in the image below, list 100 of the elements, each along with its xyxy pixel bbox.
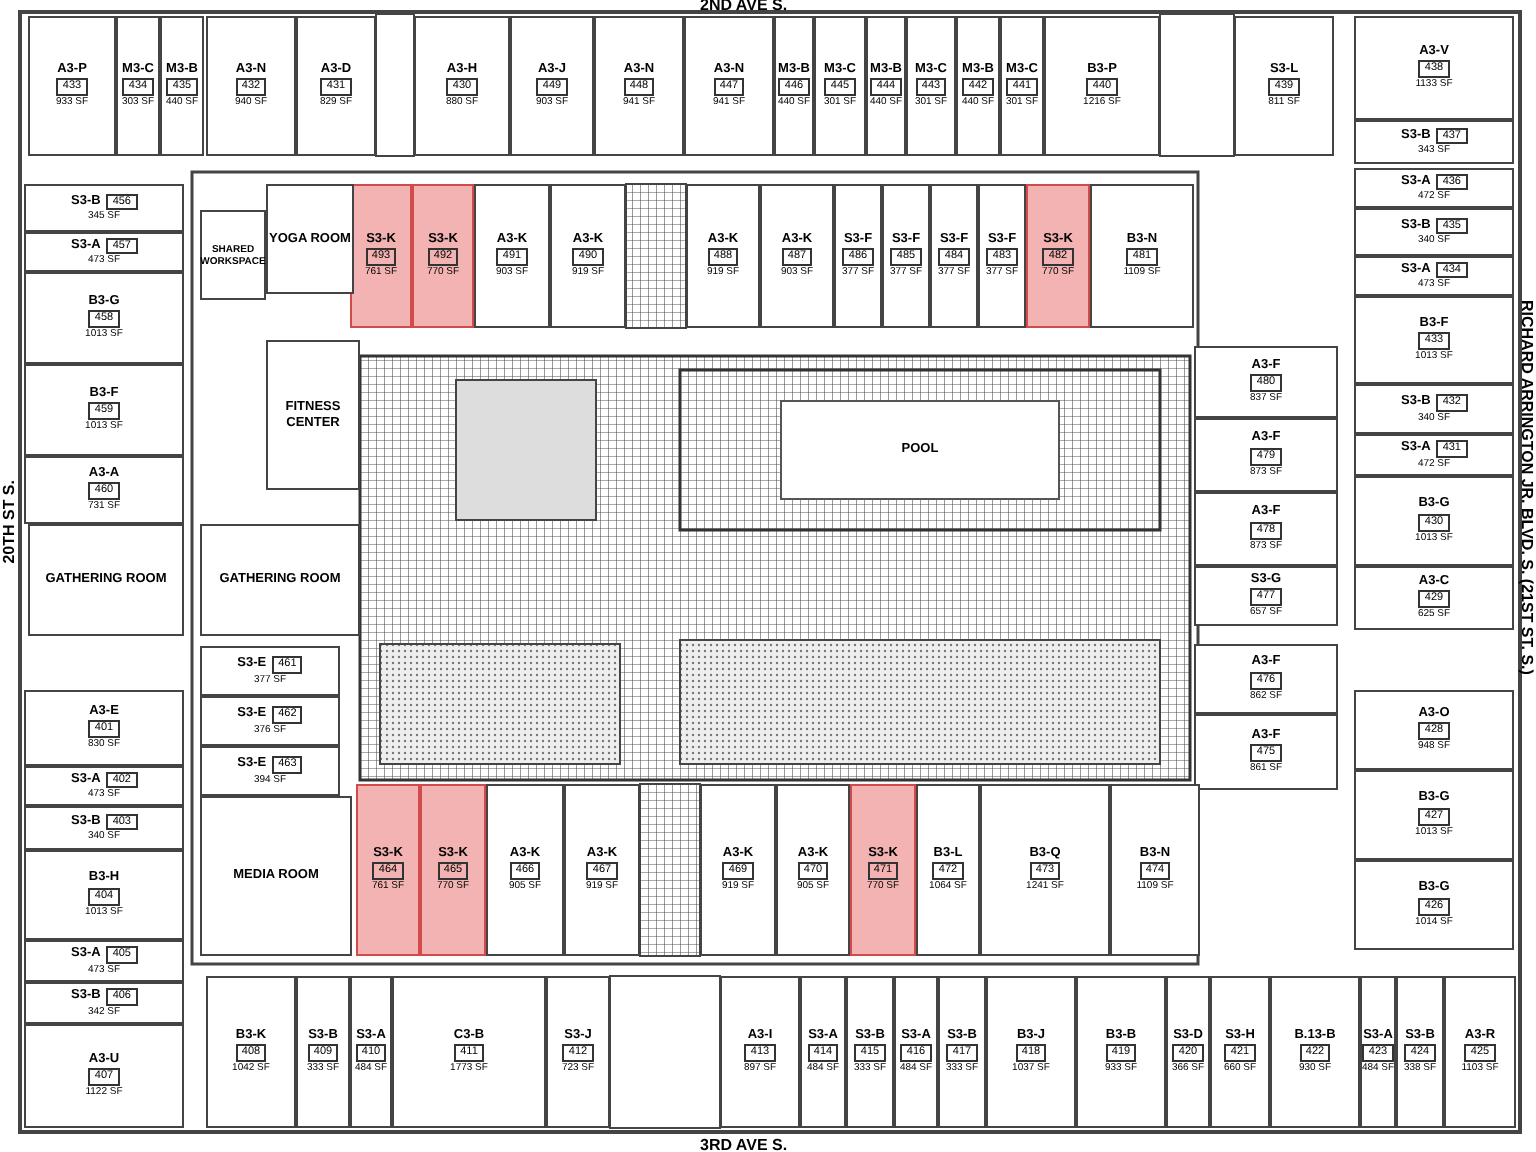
highlighted-apartment-unit <box>420 784 486 956</box>
apartment-unit <box>1044 16 1160 156</box>
apartment-unit <box>24 184 184 232</box>
apartment-unit <box>1354 256 1514 296</box>
street-name: RICHARD ARRINGTON JR. BLVD. S. (21ST ST. S.) <box>1518 300 1536 675</box>
amenity-room <box>266 340 360 490</box>
apartment-unit <box>894 976 938 1128</box>
apartment-unit <box>1444 976 1516 1128</box>
apartment-unit <box>814 16 866 156</box>
apartment-unit <box>474 184 550 328</box>
apartment-unit <box>906 16 956 156</box>
apartment-unit <box>510 16 594 156</box>
apartment-unit <box>866 16 906 156</box>
apartment-unit <box>1194 346 1338 418</box>
apartment-unit <box>1076 976 1166 1128</box>
apartment-unit <box>1354 566 1514 630</box>
apartment-unit <box>774 16 814 156</box>
apartment-unit <box>206 16 296 156</box>
apartment-unit <box>1354 16 1514 120</box>
highlighted-apartment-unit <box>412 184 474 328</box>
apartment-unit <box>1166 976 1210 1128</box>
apartment-unit <box>550 184 626 328</box>
apartment-unit <box>200 746 340 796</box>
apartment-unit <box>350 976 392 1128</box>
apartment-unit <box>414 16 510 156</box>
apartment-unit <box>834 184 882 328</box>
apartment-unit <box>24 982 184 1024</box>
apartment-unit <box>1000 16 1044 156</box>
pool <box>780 400 1060 500</box>
apartment-unit <box>1210 976 1270 1128</box>
apartment-unit <box>720 976 800 1128</box>
apartment-unit <box>1354 434 1514 476</box>
apartment-unit <box>24 364 184 456</box>
apartment-unit <box>564 784 640 956</box>
apartment-unit <box>1354 296 1514 384</box>
apartment-unit <box>1354 770 1514 860</box>
apartment-unit <box>1194 566 1338 626</box>
apartment-unit <box>686 184 760 328</box>
apartment-unit <box>1354 168 1514 208</box>
apartment-unit <box>916 784 980 956</box>
apartment-unit <box>1270 976 1360 1128</box>
apartment-unit <box>1354 690 1514 770</box>
apartment-unit <box>206 976 296 1128</box>
apartment-unit <box>296 16 376 156</box>
street-name: 3RD AVE S. <box>700 1136 788 1152</box>
apartment-unit <box>160 16 204 156</box>
apartment-unit <box>1194 714 1338 790</box>
apartment-unit <box>594 16 684 156</box>
apartment-unit <box>1354 208 1514 256</box>
apartment-unit <box>28 16 116 156</box>
apartment-unit <box>24 456 184 524</box>
apartment-unit <box>846 976 894 1128</box>
apartment-unit <box>938 976 986 1128</box>
amenity-room <box>28 524 184 636</box>
apartment-unit <box>882 184 930 328</box>
street-name: 20TH ST S. <box>0 480 18 564</box>
apartment-unit <box>1354 476 1514 566</box>
apartment-unit <box>1354 120 1514 164</box>
apartment-unit <box>546 976 610 1128</box>
apartment-unit <box>24 690 184 766</box>
apartment-unit <box>1360 976 1396 1128</box>
apartment-unit <box>1194 418 1338 492</box>
apartment-unit <box>392 976 546 1128</box>
apartment-unit <box>980 784 1110 956</box>
apartment-unit <box>760 184 834 328</box>
apartment-unit <box>700 784 776 956</box>
apartment-unit <box>776 784 850 956</box>
apartment-unit <box>1090 184 1194 328</box>
apartment-unit <box>1354 860 1514 950</box>
apartment-unit <box>1234 16 1334 156</box>
amenity-room <box>266 184 354 294</box>
highlighted-apartment-unit <box>1026 184 1090 328</box>
amenity-room <box>200 524 360 636</box>
apartment-unit <box>24 940 184 982</box>
apartment-unit <box>930 184 978 328</box>
amenity-room <box>200 796 352 956</box>
apartment-unit <box>1110 784 1200 956</box>
apartment-unit <box>24 1024 184 1128</box>
highlighted-apartment-unit <box>350 184 412 328</box>
apartment-unit <box>24 232 184 272</box>
amenity-room <box>200 210 266 300</box>
apartment-unit <box>800 976 846 1128</box>
highlighted-apartment-unit <box>850 784 916 956</box>
apartment-unit <box>24 850 184 940</box>
apartment-unit <box>1354 384 1514 434</box>
apartment-unit <box>24 766 184 806</box>
apartment-unit <box>978 184 1026 328</box>
highlighted-apartment-unit <box>356 784 420 956</box>
apartment-unit <box>200 646 340 696</box>
apartment-unit <box>24 272 184 364</box>
apartment-unit <box>1396 976 1444 1128</box>
apartment-unit <box>1194 492 1338 566</box>
apartment-unit <box>486 784 564 956</box>
apartment-unit <box>116 16 160 156</box>
apartment-unit <box>956 16 1000 156</box>
apartment-unit <box>200 696 340 746</box>
apartment-unit <box>296 976 350 1128</box>
apartment-unit <box>684 16 774 156</box>
apartment-unit <box>986 976 1076 1128</box>
apartment-unit <box>1194 644 1338 714</box>
